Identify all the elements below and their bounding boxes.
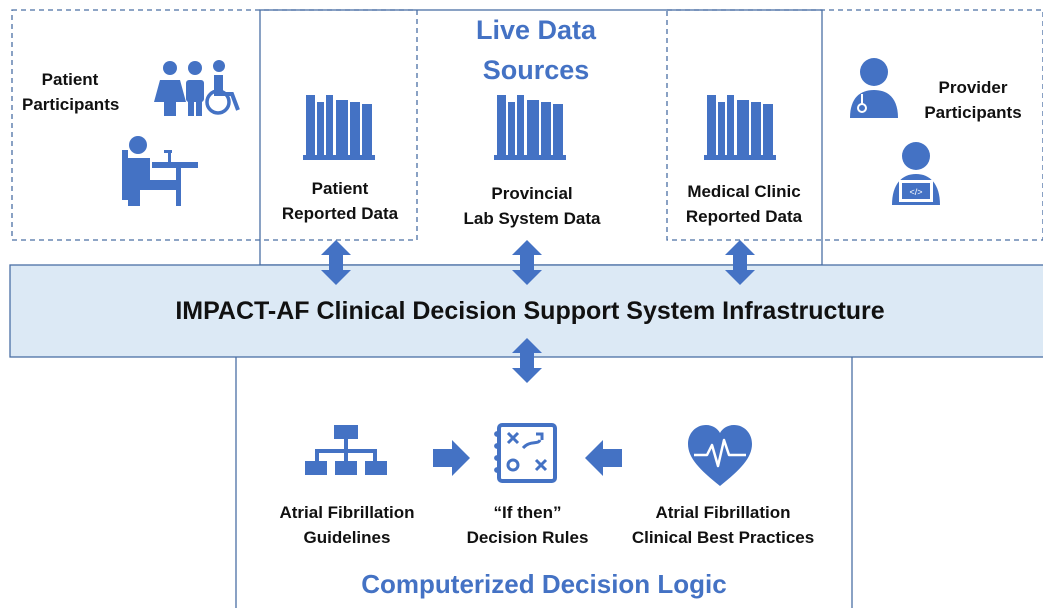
live-data-sources-title: Live Data Sources xyxy=(436,10,636,90)
double-arrow-clinic-data xyxy=(725,240,755,285)
provider-participants-line2: Participants xyxy=(924,103,1022,122)
patient-participants-line2: Participants xyxy=(22,95,120,114)
developer-icon: </> xyxy=(892,142,940,205)
patient-participants-box xyxy=(11,9,418,241)
logic-item-line2: Guidelines xyxy=(303,528,391,547)
doctor-icon xyxy=(850,58,898,118)
double-arrow-patient-data xyxy=(321,240,351,285)
source-label-provincial-lab: Provincial Lab System Data xyxy=(452,181,612,231)
live-data-sources-title-line1: Live Data xyxy=(475,15,597,45)
logic-item-best-practices: Atrial Fibrillation Clinical Best Practi… xyxy=(620,500,826,550)
arrow-right-icon xyxy=(433,440,470,476)
source-label-line1: Medical Clinic xyxy=(687,182,801,201)
logic-item-decision-rules: “If then” Decision Rules xyxy=(450,500,605,550)
library-books-icon xyxy=(704,95,776,160)
heart-pulse-icon xyxy=(688,425,752,486)
people-icon xyxy=(154,61,204,116)
logic-item-guidelines: Atrial Fibrillation Guidelines xyxy=(262,500,432,550)
double-arrow-lab-data xyxy=(512,240,542,285)
infrastructure-label: IMPACT-AF Clinical Decision Support Syst… xyxy=(175,297,885,325)
person-at-desk-icon xyxy=(122,136,198,206)
provider-participants-box xyxy=(666,9,1043,241)
logic-item-line1: “If then” xyxy=(493,503,562,522)
computerized-decision-logic-title: Computerized Decision Logic xyxy=(361,569,727,599)
logic-item-line1: Atrial Fibrillation xyxy=(655,503,791,522)
patient-participants-line1: Patient xyxy=(41,70,99,89)
wheelchair-icon xyxy=(205,60,240,115)
provider-participants-line1: Provider xyxy=(938,78,1008,97)
logic-item-line2: Decision Rules xyxy=(466,528,589,547)
source-label-line1: Patient xyxy=(311,179,369,198)
org-chart-icon xyxy=(305,425,387,475)
arrow-left-icon xyxy=(585,440,622,476)
logic-item-line1: Atrial Fibrillation xyxy=(279,503,415,522)
source-label-line2: Reported Data xyxy=(685,207,803,226)
source-label-line2: Lab System Data xyxy=(463,209,601,228)
provider-participants-label: Provider Participants xyxy=(912,75,1034,125)
double-arrow-decision-logic xyxy=(512,338,542,383)
logic-item-line2: Clinical Best Practices xyxy=(631,528,815,547)
svg-text:</>: </> xyxy=(909,187,922,197)
strategy-board-icon xyxy=(494,423,557,483)
library-books-icon xyxy=(303,95,375,160)
source-label-patient-reported: Patient Reported Data xyxy=(270,176,410,226)
patient-participants-label: Patient Participants xyxy=(22,67,120,117)
source-label-line2: Reported Data xyxy=(281,204,399,223)
live-data-sources-title-line2: Sources xyxy=(482,55,590,85)
source-label-medical-clinic: Medical Clinic Reported Data xyxy=(670,179,818,229)
source-label-line1: Provincial xyxy=(491,184,573,203)
library-books-icon xyxy=(494,95,566,160)
